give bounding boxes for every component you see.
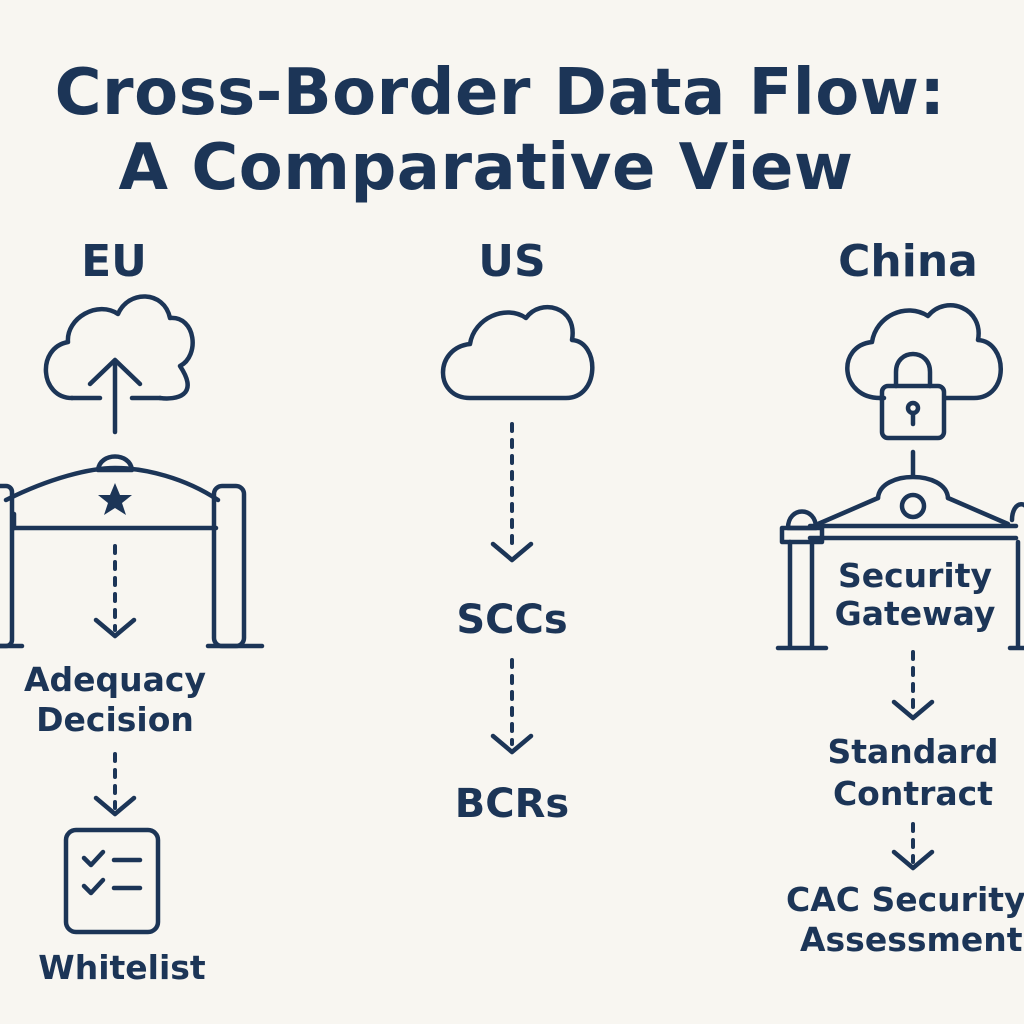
eu-flow-arrow-1 [93,544,137,639]
china-gateway-label-line1: Security [837,556,993,595]
us-heading: US [478,236,546,287]
china-flow-arrow-1 [891,650,935,721]
eu-flow-arrow-2 [93,752,137,817]
china-step1-label-line2: Contract [832,774,994,813]
eu-step1-label-line2: Decision [36,700,194,739]
gate-with-star-icon [0,454,265,649]
diagram-title-line1: Cross-Border Data Flow: [54,56,946,130]
china-gateway-label-line2: Gateway [834,594,996,633]
eu-step2-label: Whitelist [38,948,206,987]
china-step2-label-line1: CAC Security [786,880,1024,919]
cloud-upload-icon [43,294,195,435]
cloud-icon [440,305,595,401]
checklist-document-icon [63,827,161,935]
security-gateway-icon [775,474,1024,651]
us-step1-label: SCCs [456,597,568,643]
china-heading: China [838,236,978,287]
us-flow-arrow-2 [490,658,534,755]
us-flow-arrow-1 [490,422,534,563]
eu-step1-label-line1: Adequacy [24,660,206,699]
eu-heading: EU [81,236,147,287]
diagram-title-line2: A Comparative View [118,131,854,205]
china-flow-arrow-2 [891,822,935,871]
us-step2-label: BCRs [454,781,570,827]
china-step1-label-line1: Standard [827,732,999,771]
cloud-lock-icon [845,303,1003,441]
china-step2-label-line2: Assessment [800,920,1023,959]
